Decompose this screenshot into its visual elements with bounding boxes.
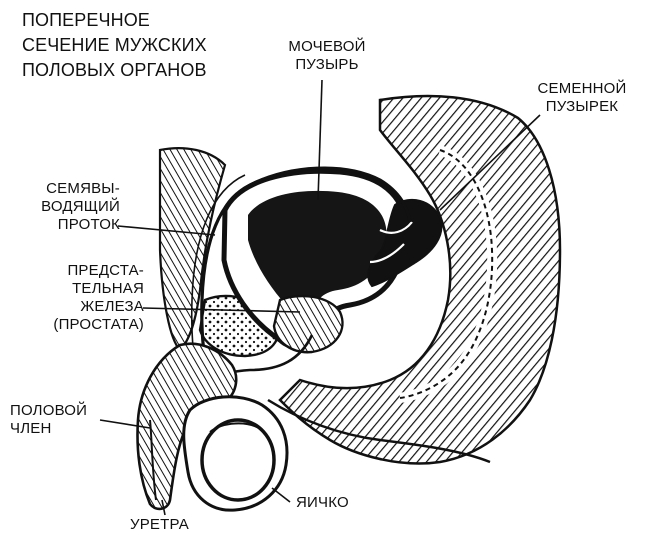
label-prostate: ПРЕДСТА- ТЕЛЬНАЯ ЖЕЛЕЗА (ПРОСТАТА) (24, 262, 144, 334)
testicle (202, 420, 274, 500)
label-urethra: УРЕТРА (130, 516, 189, 534)
diagram-title: ПОПЕРЕЧНОЕ СЕЧЕНИЕ МУЖСКИХ ПОЛОВЫХ ОРГАН… (22, 8, 207, 83)
label-seminal-vesicle: СЕМЕННОЙ ПУЗЫРЕК (527, 80, 637, 116)
leader-testicle (272, 488, 290, 502)
label-testicle: ЯИЧКО (296, 494, 349, 512)
label-bladder: МОЧЕВОЙ ПУЗЫРЬ (282, 38, 372, 74)
label-penis: ПОЛОВОЙ ЧЛЕН (10, 402, 87, 438)
label-vas-deferens: СЕМЯВЫ- ВОДЯЩИЙ ПРОТОК (10, 180, 120, 234)
